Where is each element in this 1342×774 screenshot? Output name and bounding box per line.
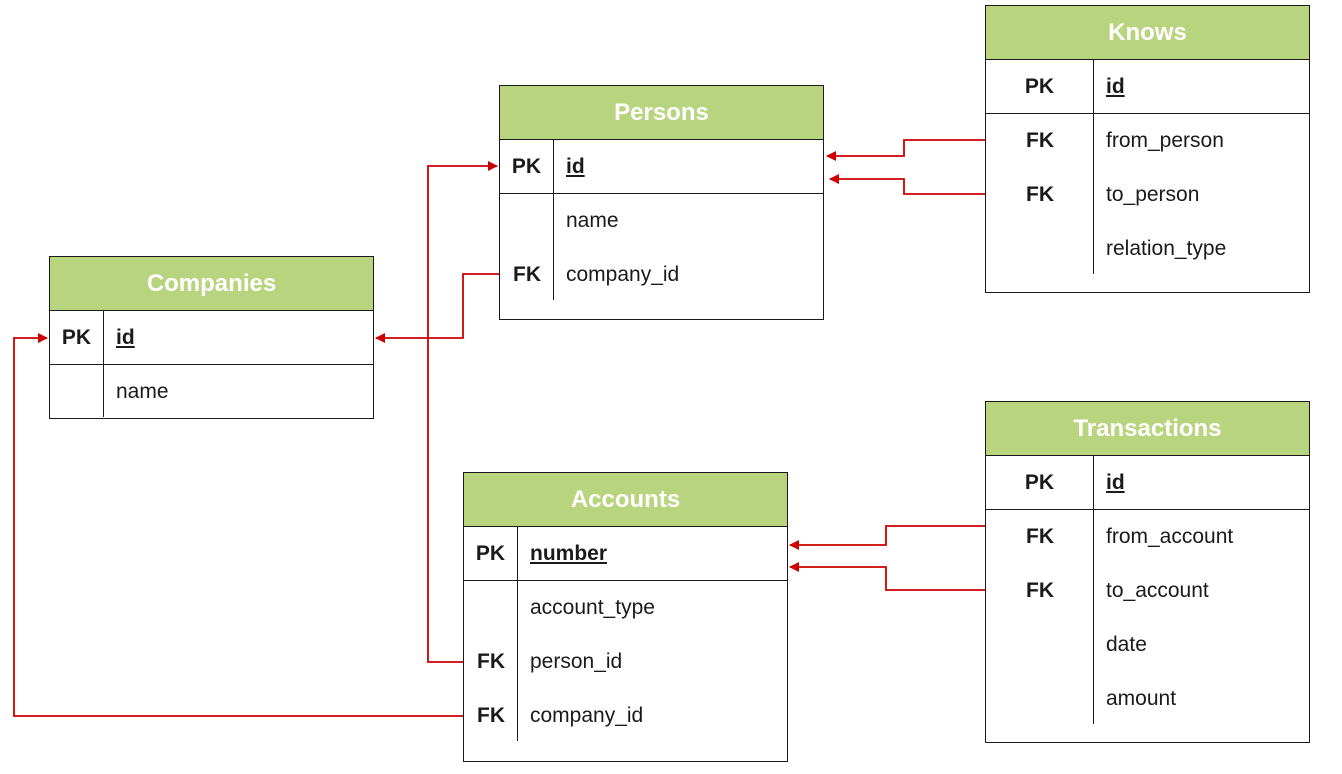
connector-transactions-from-account-to-accounts [789,525,986,550]
table-companies[interactable]: Companies PK id name [49,256,374,419]
table-title: Accounts [464,473,787,527]
column-name: date [1106,633,1147,656]
column-name: person_id [530,650,623,673]
key-divider [1093,456,1094,724]
pk-row[interactable]: PK id [986,456,1309,510]
fk-label: FK [1026,129,1054,152]
field-row[interactable]: FK person_id [464,635,787,689]
key-label [500,194,554,248]
fk-label: FK [513,263,541,286]
field-row[interactable]: amount [986,672,1309,726]
column-name: amount [1106,687,1177,710]
field-row[interactable]: name [50,365,373,419]
connector-persons-company-to-companies [375,273,499,343]
table-transactions[interactable]: Transactions PK id FK from_account FK to… [985,401,1310,743]
field-row[interactable]: FK to_account [986,564,1309,618]
table-title: Persons [500,86,823,140]
pk-column-name: id [566,154,585,178]
table-persons[interactable]: Persons PK id name FK company_id [499,85,824,320]
table-title: Transactions [986,402,1309,456]
table-title: Companies [50,257,373,311]
column-name: name [116,380,169,403]
column-name: to_account [1106,579,1209,602]
fk-label: FK [477,650,505,673]
pk-label: PK [50,311,104,364]
field-row[interactable]: name [500,194,823,248]
connector-transactions-to-account-to-accounts [789,562,986,591]
column-name: relation_type [1106,237,1227,260]
key-label [986,618,1094,672]
pk-label: PK [986,60,1094,113]
column-name: name [566,209,619,232]
key-divider [1093,60,1094,274]
key-label [986,222,1094,276]
column-name: from_account [1106,525,1234,548]
field-row[interactable]: FK to_person [986,168,1309,222]
table-accounts[interactable]: Accounts PK number account_type FK perso… [463,472,788,762]
field-row[interactable]: FK from_account [986,510,1309,564]
pk-label: PK [464,527,518,580]
key-label [50,365,104,419]
fk-label: FK [1026,525,1054,548]
fk-label: FK [1026,183,1054,206]
pk-label: PK [500,140,554,193]
connector-accounts-person-to-persons [427,161,498,663]
field-row[interactable]: account_type [464,581,787,635]
key-label [464,581,518,635]
field-row[interactable]: relation_type [986,222,1309,276]
column-name: from_person [1106,129,1224,152]
pk-row[interactable]: PK id [986,60,1309,114]
pk-row[interactable]: PK number [464,527,787,581]
field-row[interactable]: FK from_person [986,114,1309,168]
connector-accounts-company-to-companies [13,333,463,717]
key-label [986,672,1094,726]
pk-column-name: id [116,325,135,349]
key-divider [553,194,554,300]
pk-row[interactable]: PK id [500,140,823,194]
fk-label: FK [1026,579,1054,602]
key-divider [517,581,518,741]
pk-column-name: id [1106,470,1125,494]
connector-knows-to-person-to-persons [829,174,986,195]
field-row[interactable]: FK company_id [500,248,823,302]
table-title: Knows [986,6,1309,60]
column-name: account_type [530,596,655,619]
field-row[interactable]: date [986,618,1309,672]
pk-column-name: id [1106,74,1125,98]
table-knows[interactable]: Knows PK id FK from_person FK to_person … [985,5,1310,293]
column-name: to_person [1106,183,1200,206]
pk-label: PK [986,456,1094,509]
key-divider [103,365,104,417]
pk-row[interactable]: PK id [50,311,373,365]
column-name: company_id [530,704,644,727]
column-name: company_id [566,263,680,286]
field-row[interactable]: FK company_id [464,689,787,743]
pk-column-name: number [530,541,608,565]
connector-knows-from-person-to-persons [826,139,986,161]
fk-label: FK [477,704,505,727]
